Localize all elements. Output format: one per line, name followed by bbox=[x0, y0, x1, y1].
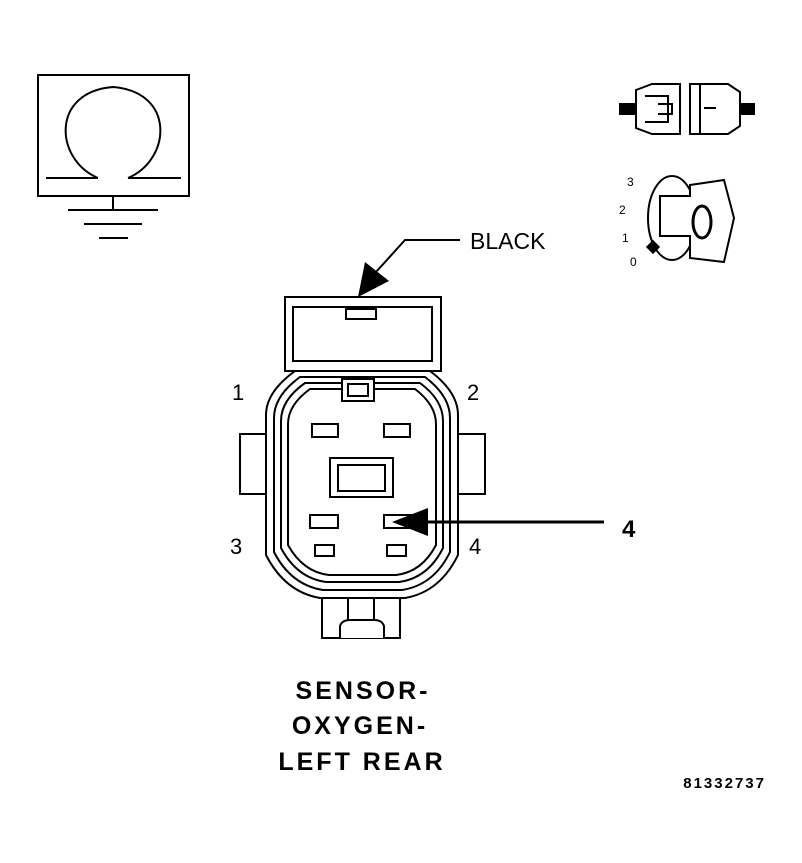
ground-icon bbox=[68, 196, 158, 239]
pin-2-cavity bbox=[383, 423, 411, 438]
pin-label-3: 3 bbox=[230, 534, 242, 559]
pin-label-1: 1 bbox=[232, 380, 244, 405]
connector-color-label: BLACK bbox=[470, 228, 546, 254]
callout-label: 4 bbox=[622, 516, 636, 543]
pin-3-cavity bbox=[309, 514, 339, 529]
ignition-pos-1: 1 bbox=[622, 231, 629, 245]
ignition-pos-0: 0 bbox=[630, 255, 637, 269]
pin-label-2: 2 bbox=[467, 380, 479, 405]
ohm-symbol-icon bbox=[37, 74, 190, 197]
figure-id: 81332737 bbox=[683, 775, 766, 792]
title-line-1: SENSOR- bbox=[296, 677, 431, 705]
connector-face bbox=[239, 296, 486, 639]
ignition-pos-3: 3 bbox=[627, 175, 634, 189]
title-line-3: LEFT REAR bbox=[278, 748, 445, 776]
ignition-key-icon: 3 2 1 0 bbox=[619, 175, 736, 269]
ignition-pos-2: 2 bbox=[619, 203, 626, 217]
pin-label-4: 4 bbox=[469, 534, 481, 559]
connector-title: SENSOR- OXYGEN- LEFT REAR bbox=[278, 677, 445, 776]
title-line-2: OXYGEN- bbox=[292, 712, 428, 740]
color-leader-arrow bbox=[358, 239, 460, 297]
pin-1-cavity bbox=[311, 423, 339, 438]
pin-callout-arrow bbox=[392, 508, 604, 536]
disconnected-connector-icon bbox=[619, 83, 755, 135]
